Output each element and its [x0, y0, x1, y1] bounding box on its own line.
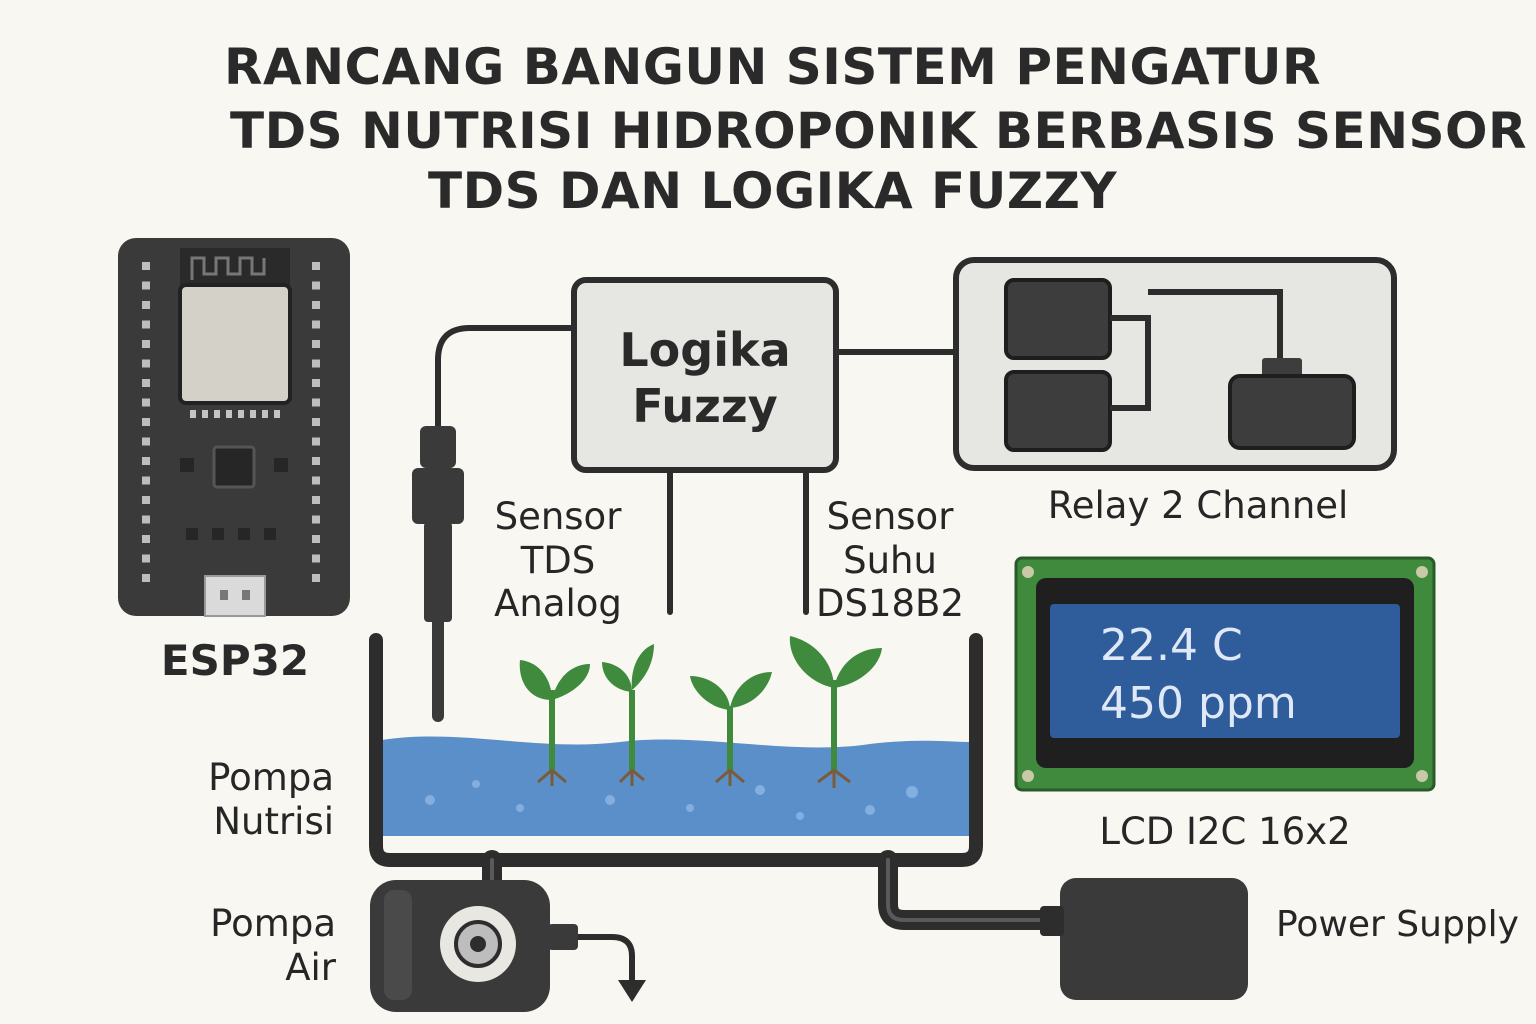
- esp32-label: ESP32: [160, 636, 310, 685]
- esp32-pin: [312, 554, 320, 563]
- nutrient-pump-line-1: Pompa: [208, 756, 334, 799]
- tds-sensor-line-2: TDS: [520, 538, 596, 582]
- esp32-pin: [312, 320, 320, 329]
- water-pump-line-1: Pompa: [210, 902, 336, 945]
- tds-sensor-label: Sensor TDS Analog: [478, 495, 638, 626]
- fuzzy-line-2: Fuzzy: [632, 379, 778, 434]
- esp32-pin: [312, 476, 320, 485]
- esp32-pin: [142, 574, 150, 582]
- water-pump-label: Pompa Air: [150, 902, 336, 989]
- title-line-2: TDS NUTRISI HIDROPONIK BERBASIS SENSOR: [230, 102, 1528, 160]
- esp32-pin: [142, 437, 150, 446]
- esp32-pin: [312, 535, 320, 543]
- esp32-pin: [312, 457, 320, 465]
- reservoir-tank: [369, 633, 983, 867]
- esp32-pin: [142, 301, 150, 309]
- temp-sensor-label: Sensor Suhu DS18B2: [810, 495, 970, 626]
- lcd-label: LCD I2C 16x2: [1099, 810, 1351, 853]
- water-pump-line-2: Air: [285, 945, 336, 989]
- esp32-pin: [312, 359, 320, 368]
- power-supply: [1040, 878, 1248, 1000]
- esp32-pin: [312, 515, 320, 524]
- esp32-pin: [142, 379, 150, 387]
- esp32-pin: [312, 340, 320, 348]
- esp32-pin: [142, 496, 150, 504]
- esp32-pin: [142, 554, 150, 563]
- water-pump: [370, 880, 646, 1012]
- esp32-pin: [312, 379, 320, 387]
- fuzzy-line-1: Logika: [619, 323, 791, 377]
- wires: [435, 325, 959, 615]
- pipes: [482, 850, 1060, 930]
- esp32-pin: [312, 496, 320, 504]
- esp32-pin: [312, 418, 320, 426]
- power-supply-label: Power Supply: [1276, 904, 1519, 945]
- lcd-module: [1014, 556, 1436, 792]
- esp32-pin: [312, 437, 320, 446]
- water: [382, 736, 970, 836]
- esp32-pin: [142, 320, 150, 329]
- esp32-pin: [142, 535, 150, 543]
- nutrient-pump-label: Pompa Nutrisi: [150, 756, 334, 843]
- temp-sensor-line-3: DS18B2: [816, 582, 964, 626]
- plants: [519, 636, 882, 788]
- tds-probe: [412, 426, 464, 722]
- relay-module: [953, 257, 1397, 471]
- temp-sensor-line-1: Sensor: [826, 495, 954, 538]
- esp32-pin: [142, 515, 150, 524]
- esp32-pin: [142, 457, 150, 465]
- title-line-3: TDS DAN LOGIKA FUZZY: [428, 162, 1118, 220]
- relay-label: Relay 2 Channel: [1047, 484, 1349, 527]
- temp-sensor-line-2: Suhu: [843, 538, 937, 582]
- esp32-pin: [142, 281, 150, 290]
- tds-sensor-line-1: Sensor: [494, 495, 622, 538]
- esp32-pin: [312, 301, 320, 309]
- lcd-temperature: 22.4 C: [1100, 620, 1243, 671]
- esp32-pin: [142, 340, 150, 348]
- esp32-board: [118, 238, 350, 617]
- tds-sensor-line-3: Analog: [494, 582, 622, 626]
- esp32-pin: [142, 359, 150, 368]
- esp32-pin: [142, 262, 150, 270]
- fuzzy-label: Logika Fuzzy: [580, 322, 830, 434]
- nutrient-pump-line-2: Nutrisi: [213, 799, 334, 843]
- esp32-pin: [312, 398, 320, 407]
- esp32-pin: [142, 418, 150, 426]
- esp32-pin: [312, 262, 320, 270]
- esp32-pin: [312, 281, 320, 290]
- esp32-pin: [312, 574, 320, 582]
- lcd-tds: 450 ppm: [1100, 678, 1297, 729]
- esp32-pin: [142, 398, 150, 407]
- esp32-pin: [142, 476, 150, 485]
- title-line-1: RANCANG BANGUN SISTEM PENGATUR: [224, 38, 1322, 96]
- fuzzy-logic-box: [571, 277, 839, 473]
